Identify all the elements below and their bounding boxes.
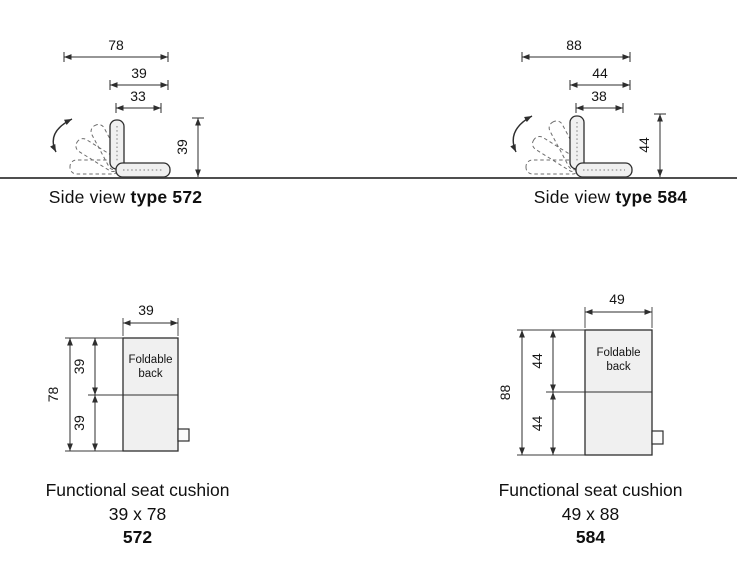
side-view-label-584: Side view type 584 (503, 187, 718, 208)
top-view-drawing-584: 49 Foldable back 88 44 44 (497, 291, 664, 456)
dim-upper: 44 (529, 330, 556, 392)
dim-total-height: 78 (45, 338, 73, 451)
caption-size: 39 x 78 (108, 503, 167, 524)
side-view-drawing-584: 88 44 38 (510, 37, 666, 178)
dim-depth-inner: 38 (575, 88, 624, 113)
caption-product: Functional seat cushion (45, 480, 230, 500)
dimension-label: 39 (138, 302, 154, 318)
caption-type: 584 (575, 527, 606, 547)
caption-584: Functional seat cushion 49 x 88 584 (468, 479, 713, 550)
ground-line (0, 177, 737, 179)
dimension-label: 44 (529, 416, 545, 432)
dim-depth-seat: 44 (569, 65, 631, 90)
foldable-back-label: Foldable (128, 354, 172, 366)
dim-lower: 44 (529, 392, 556, 455)
foldable-back-label: back (138, 368, 163, 380)
dimension-label: 39 (71, 359, 87, 375)
dimension-label: 49 (609, 291, 625, 307)
dimension-label: 78 (45, 387, 61, 403)
dim-extension-lines (517, 329, 585, 456)
dimension-label: 44 (529, 353, 545, 369)
caption-type: 572 (122, 527, 153, 547)
dimension-label: 39 (131, 65, 147, 81)
dim-depth-inner: 33 (115, 88, 162, 113)
caption-572: Functional seat cushion 39 x 78 572 (15, 479, 260, 550)
dimension-label: 44 (636, 137, 652, 153)
hinge-tab (177, 428, 190, 442)
dimension-label: 39 (174, 139, 190, 155)
side-view-label-572: Side view type 572 (18, 187, 233, 208)
dimension-label: 44 (592, 65, 608, 81)
caption-size: 49 x 88 (561, 503, 620, 524)
dim-total-height: 88 (497, 330, 525, 455)
dim-depth-total: 88 (521, 37, 631, 62)
dim-depth-seat: 39 (109, 65, 169, 90)
fold-arrow-icon (50, 118, 73, 153)
cushion-body: Foldable back (584, 329, 664, 456)
dim-height: 39 (174, 117, 204, 177)
foldable-back-label: back (606, 361, 631, 373)
foldable-back-label: Foldable (596, 347, 640, 359)
caption-product: Functional seat cushion (498, 480, 683, 500)
dimension-label: 39 (71, 415, 87, 431)
dim-height: 44 (636, 113, 666, 177)
seat-cushion (115, 162, 171, 178)
cushion-body: Foldable back (122, 337, 190, 452)
back-cushion (109, 119, 125, 170)
dim-width: 49 (584, 291, 653, 328)
dim-extension-lines (65, 337, 123, 452)
dimension-label: 88 (566, 37, 582, 53)
side-view-drawing-572: 78 39 33 (50, 37, 204, 178)
dim-width: 39 (122, 302, 179, 336)
back-cushion (569, 115, 585, 170)
side-view-label-prefix: Side view (48, 187, 131, 207)
side-view-label-type: type 584 (615, 187, 688, 207)
dim-lower: 39 (71, 395, 98, 451)
fold-arrow-icon (510, 115, 533, 153)
dimension-label: 88 (497, 385, 513, 401)
dimension-label: 38 (591, 88, 607, 104)
dim-upper: 39 (71, 338, 98, 395)
seat-cushion (575, 162, 633, 178)
dim-depth-total: 78 (63, 37, 169, 62)
side-view-label-prefix: Side view (533, 187, 616, 207)
folded-back-ghost (525, 120, 583, 175)
top-view-drawing-572: 39 Foldable back 78 39 39 (45, 302, 190, 452)
side-view-label-type: type 572 (130, 187, 203, 207)
hinge-tab (651, 430, 664, 445)
dimension-label: 78 (108, 37, 124, 53)
dimension-label: 33 (130, 88, 146, 104)
